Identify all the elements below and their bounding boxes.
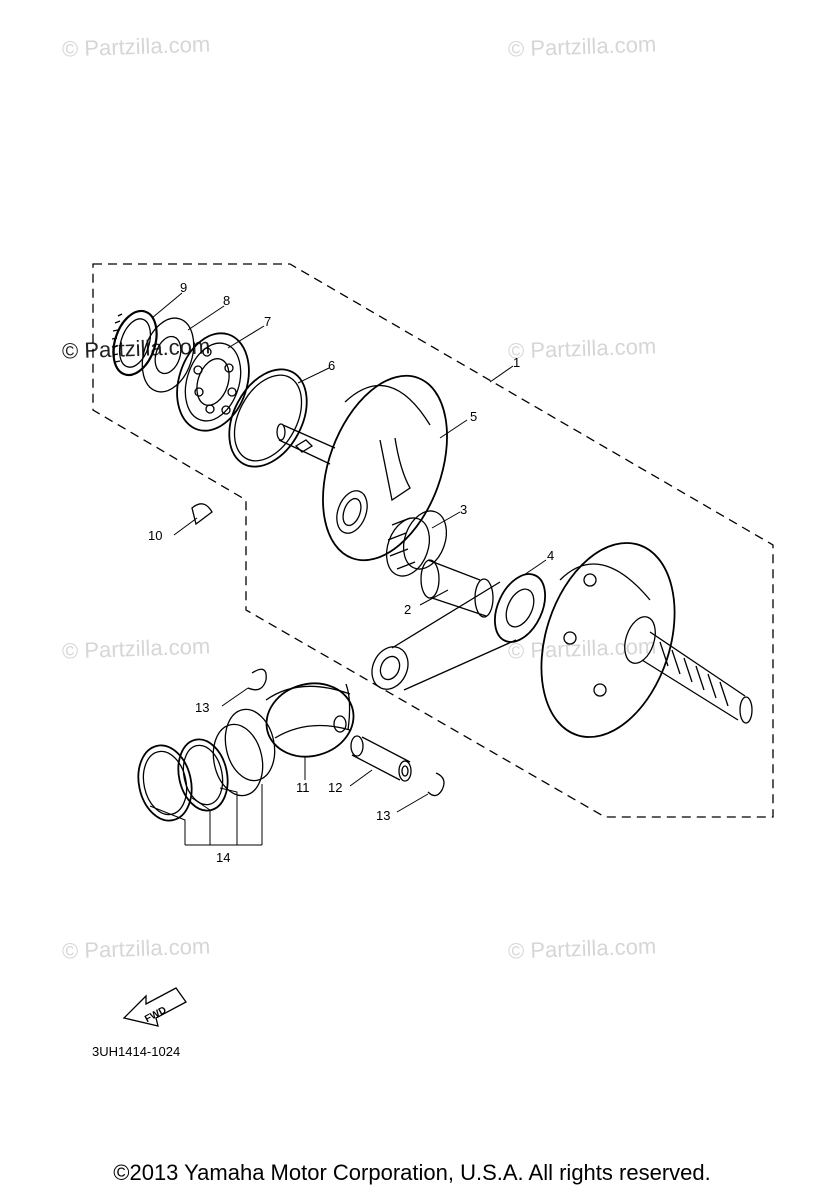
callout-8: 8 (223, 293, 230, 308)
leader-lines (149, 292, 547, 846)
part-9-nut (111, 309, 158, 377)
copyright-notice: ©2013 Yamaha Motor Corporation, U.S.A. A… (113, 1160, 711, 1185)
crankshaft-right-web (540, 542, 753, 738)
assembly-boundary-dashed (92, 263, 774, 818)
callout-9: 9 (180, 280, 187, 295)
callout-4: 4 (547, 548, 554, 563)
callout-5: 5 (470, 409, 477, 424)
part-13-circlip (247, 668, 267, 691)
crankshaft-left-shaft (276, 423, 336, 465)
fwd-arrow-icon: FWD (122, 987, 187, 1027)
part-7-bearing (176, 332, 250, 432)
callout-6: 6 (328, 358, 335, 373)
callout-1: 1 (513, 355, 520, 370)
callout-13: 13 (195, 700, 209, 715)
part-5-crank-web (322, 374, 448, 562)
part-14-piston-rings (137, 708, 276, 822)
callout-11: 11 (296, 780, 310, 795)
part-11-piston (265, 682, 355, 758)
part-4-connecting-rod (371, 573, 546, 691)
part-12-piston-pin (350, 735, 412, 782)
callout-10: 10 (148, 528, 162, 543)
part-6-ring (228, 368, 308, 468)
callout-7: 7 (264, 314, 271, 329)
callout-13: 13 (376, 808, 390, 823)
callout-3: 3 (460, 502, 467, 517)
part-8-washer (141, 317, 195, 393)
part-13-circlip (427, 772, 445, 797)
callout-12: 12 (328, 780, 342, 795)
part-10-key (191, 503, 213, 526)
callout-14: 14 (216, 850, 230, 865)
diagram-code: 3UH1414-1024 (92, 1044, 181, 1059)
callout-2: 2 (404, 602, 411, 617)
part-3-needle-bearing (385, 510, 448, 577)
